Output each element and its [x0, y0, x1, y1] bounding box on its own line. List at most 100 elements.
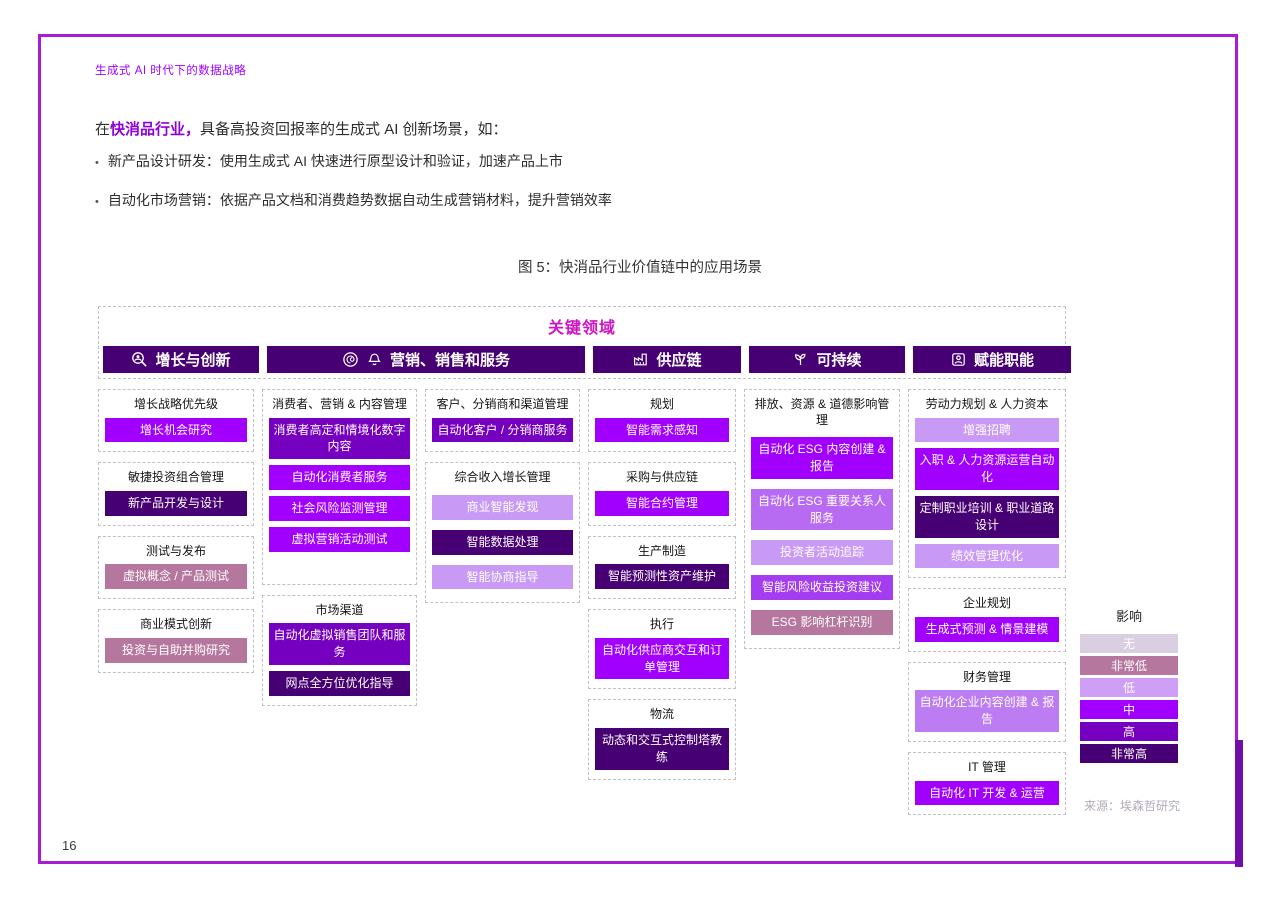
impact-item: 自动化消费者服务 [269, 465, 410, 490]
impact-item: 智能预测性资产维护 [595, 564, 729, 590]
impact-item: 虚拟概念 / 产品测试 [105, 564, 247, 590]
column-header-sustainability: 可持续 [749, 346, 905, 373]
intro-highlight: 快消品行业， [110, 121, 201, 138]
group: 客户、分销商和渠道管理 自动化客户 / 分销商服务 [425, 389, 580, 453]
impact-item: 智能数据处理 [432, 529, 573, 555]
diagram-columns: 增长战略优先级 增长机会研究 敏捷投资组合管理 新产品开发与设计 测试与发布 虚… [98, 389, 1066, 825]
sustainability-leaf-icon [795, 353, 806, 365]
source-attribution: 来源：埃森哲研究 [1083, 799, 1180, 813]
group: 排放、资源 & 道德影响管理 自动化 ESG 内容创建 & 报告 自动化 ESG… [744, 389, 900, 649]
key-area-box: 关键领域 增长与创新 营销、销售和服务 供应链 可持续 赋能职能 [98, 306, 1071, 379]
group-title: 规划 [649, 397, 674, 411]
page-border-accent [1235, 740, 1243, 867]
page-border-frame [38, 34, 1238, 864]
group: 执行 自动化供应商交互和订单管理 [588, 609, 736, 690]
engagement-swirl-icon [343, 352, 358, 367]
impact-item: 智能风险收益投资建议 [751, 575, 893, 600]
subcolumn-customer-channel: 客户、分销商和渠道管理 自动化客户 / 分销商服务 综合收入增长管理 商业智能发… [425, 389, 580, 716]
value-chain-diagram: 关键领域 增长与创新 营销、销售和服务 供应链 可持续 赋能职能 [98, 306, 1071, 825]
intro-rest: 具备高投资回报率的生成式 AI 创新场景，如： [200, 121, 508, 138]
impact-item: 自动化企业内容创建 & 报告 [915, 690, 1059, 732]
column-growth-innovation: 增长战略优先级 增长机会研究 敏捷投资组合管理 新产品开发与设计 测试与发布 虚… [98, 389, 254, 683]
group: 综合收入增长管理 商业智能发现 智能数据处理 智能协商指导 [425, 462, 580, 604]
person-badge-icon [952, 353, 965, 366]
impact-item: 网点全方位优化指导 [269, 670, 410, 696]
legend-title: 影响 [1115, 609, 1142, 624]
group: 企业规划 生成式预测 & 情景建模 [908, 588, 1066, 652]
impact-item: 投资者活动追踪 [751, 540, 893, 566]
group: 测试与发布 虚拟概念 / 产品测试 [98, 535, 254, 600]
impact-item: 自动化虚拟销售团队和服务 [269, 623, 410, 665]
legend-swatch-high: 高 [1080, 722, 1178, 741]
impact-item: 投资与自助并购研究 [105, 637, 247, 663]
group: 采购与供应链 智能合约管理 [588, 462, 736, 526]
bullet-list: •新产品设计研发：使用生成式 AI 快速进行原型设计和验证，加速产品上市 •自动… [95, 151, 612, 229]
impact-item: 入职 & 人力资源运营自动化 [915, 448, 1059, 490]
group: 劳动力规划 & 人力资本 增强招聘 入职 & 人力资源运营自动化 定制职业培训 … [908, 389, 1066, 579]
column-header-label: 增长与创新 [155, 352, 231, 369]
group-title: 企业规划 [962, 596, 1011, 611]
report-eyebrow-title: 生成式 AI 时代下的数据战略 [95, 65, 247, 77]
group-title: 增长战略优先级 [133, 397, 218, 411]
impact-item: 自动化 IT 开发 & 运营 [915, 780, 1059, 806]
bullet-text: 新产品设计研发：使用生成式 AI 快速进行原型设计和验证，加速产品上市 [107, 153, 563, 169]
bullet-dot: • [95, 196, 99, 208]
intro-prefix: 在 [95, 121, 111, 138]
group: 物流 动态和交互式控制塔教练 [588, 699, 736, 780]
column-header-label: 营销、销售和服务 [389, 352, 510, 369]
impact-item: 虚拟营销活动测试 [269, 526, 410, 552]
group: 敏捷投资组合管理 新产品开发与设计 [98, 462, 254, 526]
impact-item: 自动化 ESG 内容创建 & 报告 [751, 437, 893, 479]
group: 消费者、营销 & 内容管理 消费者高定和情境化数字内容 自动化消费者服务 社会风… [262, 389, 417, 585]
impact-item: 消费者高定和情境化数字内容 [269, 417, 410, 460]
impact-item: 定制职业培训 & 职业道路设计 [915, 495, 1059, 538]
group-title: 商业模式创新 [139, 617, 212, 632]
subcolumn-consumer: 消费者、营销 & 内容管理 消费者高定和情境化数字内容 自动化消费者服务 社会风… [262, 389, 417, 716]
group-title: 执行 [649, 617, 674, 632]
legend-swatch-low: 低 [1080, 678, 1178, 697]
column-header-label: 可持续 [816, 352, 862, 369]
group-title: 客户、分销商和渠道管理 [436, 397, 569, 411]
group: 市场渠道 自动化虚拟销售团队和服务 网点全方位优化指导 [262, 594, 417, 706]
group-title: 生产制造 [637, 543, 686, 558]
column-header-enabling: 赋能职能 [913, 346, 1071, 373]
diagram-title: 关键领域 [547, 320, 616, 337]
column-header-label: 供应链 [656, 352, 702, 369]
group-title: 综合收入增长管理 [454, 470, 551, 485]
impact-item: 智能协商指导 [432, 564, 573, 590]
column-marketing-sales-service: 消费者、营销 & 内容管理 消费者高定和情境化数字内容 自动化消费者服务 社会风… [262, 389, 580, 716]
group-title: 消费者、营销 & 内容管理 [272, 397, 407, 411]
group-title: 市场渠道 [315, 602, 364, 617]
group-title: 敏捷投资组合管理 [127, 470, 224, 485]
impact-item: 自动化 ESG 重要关系人服务 [751, 488, 893, 531]
column-sustainability: 排放、资源 & 道德影响管理 自动化 ESG 内容创建 & 报告 自动化 ESG… [744, 389, 900, 659]
impact-item: 增强招聘 [915, 417, 1059, 443]
column-header-marketing: 营销、销售和服务 [267, 346, 585, 373]
impact-legend: 影响 无 非常低 低 中 高 非常高 [1080, 606, 1178, 766]
group-title: 物流 [649, 707, 674, 722]
group-title: 采购与供应链 [625, 470, 698, 485]
impact-item: 增长机会研究 [105, 417, 247, 443]
group-title: IT 管理 [968, 759, 1006, 774]
intro-paragraph: 在快消品行业，具备高投资回报率的生成式 AI 创新场景，如： [95, 118, 508, 139]
magnifier-person-icon [132, 352, 148, 367]
group: IT 管理 自动化 IT 开发 & 运营 [908, 751, 1066, 816]
bullet-item: •新产品设计研发：使用生成式 AI 快速进行原型设计和验证，加速产品上市 [95, 151, 612, 171]
figure-caption: 图 5：快消品行业价值链中的应用场景 [517, 260, 763, 276]
bullet-item: •自动化市场营销：依据产品文档和消费趋势数据自动生成营销材料，提升营销效率 [95, 190, 612, 210]
group-title: 财务管理 [962, 669, 1011, 684]
impact-item: 商业智能发现 [432, 494, 573, 520]
legend-swatch-none: 无 [1080, 634, 1178, 653]
group: 生产制造 智能预测性资产维护 [588, 535, 736, 600]
group-title: 测试与发布 [145, 543, 206, 558]
group-title: 劳动力规划 & 人力资本 [925, 397, 1049, 411]
page-number: 16 [62, 838, 77, 853]
impact-item: 社会风险监测管理 [269, 495, 410, 521]
impact-item: 动态和交互式控制塔教练 [595, 727, 729, 770]
column-enabling-functions: 劳动力规划 & 人力资本 增强招聘 入职 & 人力资源运营自动化 定制职业培训 … [908, 389, 1066, 825]
group: 增长战略优先级 增长机会研究 [98, 389, 254, 453]
impact-item: 绩效管理优化 [915, 543, 1059, 569]
legend-swatch-very-high: 非常高 [1080, 744, 1178, 763]
group: 商业模式创新 投资与自助并购研究 [98, 609, 254, 673]
impact-item: 生成式预测 & 情景建模 [915, 616, 1059, 642]
